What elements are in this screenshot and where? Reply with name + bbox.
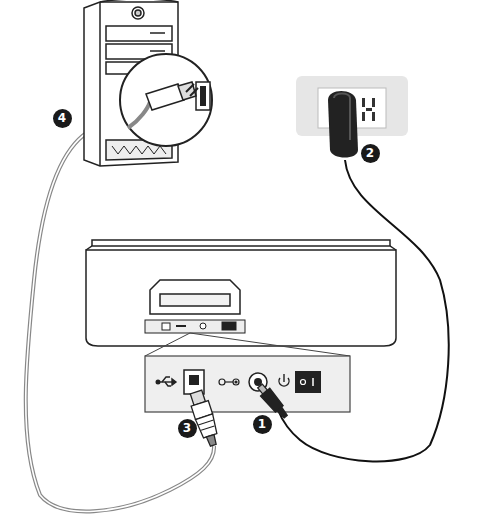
- wall-outlet: [296, 76, 408, 158]
- usb-b-plug: [187, 389, 221, 448]
- callout-number: 3: [178, 419, 197, 438]
- inset-leader: [145, 333, 350, 356]
- scanner: [86, 240, 396, 346]
- callout-number: 4: [53, 109, 72, 128]
- port-panel-inset: [145, 356, 350, 412]
- callout-number: 1: [253, 415, 272, 434]
- usb-port-magnifier: [120, 54, 212, 146]
- callout-number: 2: [361, 144, 380, 163]
